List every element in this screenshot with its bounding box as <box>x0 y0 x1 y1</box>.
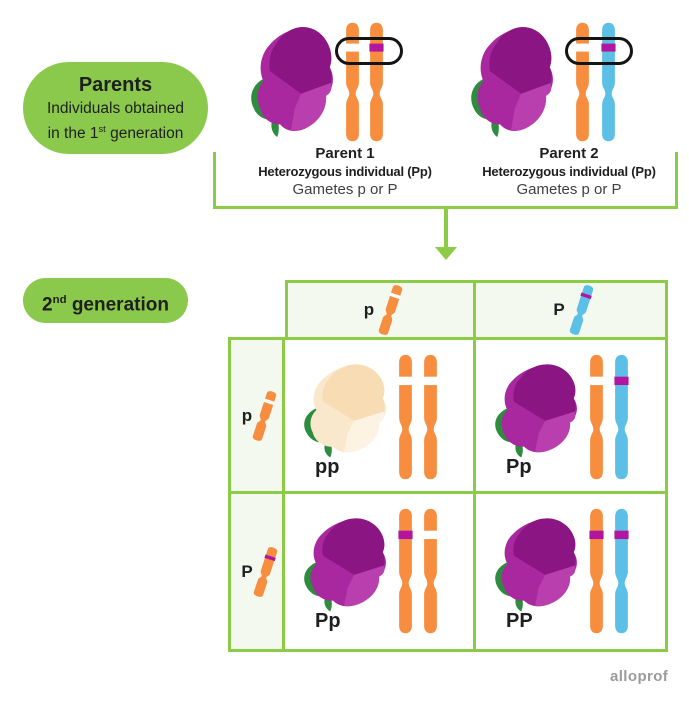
generation-number: 2 <box>42 294 53 316</box>
down-arrow-icon <box>435 247 457 260</box>
gamete-chromosome-icon <box>250 389 278 442</box>
parent2-caption: Parent 2 Heterozygous individual (Pp) Ga… <box>437 145 689 199</box>
parents-subtitle-line1: Individuals obtained <box>46 100 185 117</box>
parent1-chromosome-1 <box>344 22 361 142</box>
gamete-chromosome-icon <box>251 545 279 598</box>
parents-subtitle-line2-end: generation <box>105 125 184 143</box>
punnett-cell-PP: PP <box>473 491 668 652</box>
generation-word: generation <box>66 294 169 316</box>
gamete-chromosome-icon <box>567 283 595 336</box>
offspring-flower <box>299 360 391 460</box>
bracket-right-line <box>675 152 678 209</box>
parent1-flower <box>246 22 338 140</box>
offspring-chromosome-1 <box>397 508 414 634</box>
punnett-cell-Pp-top: Pp <box>473 337 668 494</box>
parent2-flower <box>466 22 558 140</box>
offspring-chromosome-2 <box>613 354 630 480</box>
parent1-locus-ring-icon <box>335 37 403 65</box>
punnett-col-header-P: P <box>473 280 668 337</box>
allele-label-P: P <box>553 300 565 319</box>
offspring-chromosome-1 <box>397 354 414 480</box>
generation-ordinal-suffix: nd <box>52 294 67 306</box>
offspring-flower <box>490 360 582 460</box>
allele-label-p: p <box>363 300 375 319</box>
genotype-label: pp <box>315 456 340 478</box>
parent1-name: Parent 1 <box>315 145 375 162</box>
parent2-gametes: Gametes p or P <box>516 181 622 198</box>
parents-subtitle-line2: in the 1 <box>47 125 99 143</box>
genotype-label: Pp <box>506 456 532 478</box>
bracket-left-line <box>213 152 216 209</box>
offspring-flower <box>490 514 582 614</box>
parent1-gametes: Gametes p or P <box>292 181 398 198</box>
offspring-chromosome-1 <box>588 508 605 634</box>
offspring-chromosome-2 <box>613 508 630 634</box>
punnett-row-header-p: p <box>228 337 285 494</box>
gamete-chromosome-icon <box>376 283 404 336</box>
punnett-row-header-P: P <box>228 491 285 652</box>
parents-label-bubble: Parents Individuals obtained in the 1st … <box>23 62 208 154</box>
punnett-col-header-p: p <box>285 280 476 337</box>
parents-title: Parents <box>78 74 153 96</box>
down-arrow-stem <box>444 207 448 247</box>
parent2-description: Heterozygous individual (Pp) <box>482 164 656 179</box>
ordinal-suffix: st <box>98 124 106 134</box>
punnett-cell-pp: pp <box>282 337 476 494</box>
genotype-label: PP <box>506 610 533 632</box>
parent2-locus-ring-icon <box>565 37 633 65</box>
parent2-chromosome-2 <box>600 22 617 142</box>
offspring-chromosome-2 <box>422 508 439 634</box>
parent2-name: Parent 2 <box>539 145 599 162</box>
generation-label-bubble: 2nd generation <box>23 278 188 323</box>
parent1-chromosome-2 <box>368 22 385 142</box>
punnett-cell-Pp-bottom: Pp <box>282 491 476 652</box>
parents-subtitle: Individuals obtained in the 1st generati… <box>23 99 208 144</box>
parent1-description: Heterozygous individual (Pp) <box>258 164 432 179</box>
allele-label-P: P <box>241 561 253 581</box>
genotype-label: Pp <box>315 610 341 632</box>
parent1-caption: Parent 1 Heterozygous individual (Pp) Ga… <box>213 145 477 199</box>
alloprof-logo: alloprof <box>610 668 669 685</box>
parent2-chromosome-1 <box>574 22 591 142</box>
offspring-chromosome-1 <box>588 354 605 480</box>
allele-label-p: p <box>241 405 253 425</box>
offspring-flower <box>299 514 391 614</box>
offspring-chromosome-2 <box>422 354 439 480</box>
